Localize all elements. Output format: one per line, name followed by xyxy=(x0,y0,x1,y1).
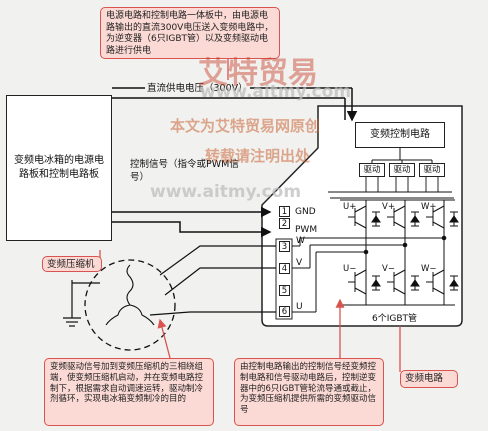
phase-u-label: U xyxy=(296,302,303,312)
inverter-circuit-label: 变频电路 xyxy=(405,373,444,384)
inverter-module-outline xyxy=(261,105,463,327)
compressor-motor xyxy=(84,259,176,351)
pin-5: 5 xyxy=(279,285,290,296)
pin-1: 1 xyxy=(279,206,290,217)
driver-w: 驱动 xyxy=(419,163,445,177)
inverter-control-block: 变频控制电路 xyxy=(355,122,445,148)
igbt-w-plus-label: W+ xyxy=(421,202,437,212)
callout-control-signal: 由控制电路输出的控制信号经变频控制电路和信号驱动电路后，控制逆变器中的6只IGB… xyxy=(234,358,384,426)
power-control-board: 变频电冰箱的电源电路板和控制电路板 xyxy=(6,95,112,241)
dc-supply-label: 直流供电电压（300V） xyxy=(145,80,250,94)
gnd-label: GND xyxy=(295,207,316,217)
callout-dc-supply-text: 电源电路和控制电路一体板中，由电源电路输出的直流300V电压送入变频电路中，为逆… xyxy=(106,11,274,56)
phase-v-label: V xyxy=(296,258,303,268)
phase-w-label: W xyxy=(296,236,305,246)
driver-u: 驱动 xyxy=(359,163,385,177)
callout-inverter-circuit: 变频电路 xyxy=(400,370,458,388)
igbt-w-minus-label: W− xyxy=(421,264,437,274)
control-signal-label: 控制信号（指令或PWM信号） xyxy=(130,158,250,184)
pin-2: 2 xyxy=(279,218,290,229)
igbt-u-plus-label: U+ xyxy=(343,202,357,212)
callout-compressor-drive-text: 变频驱动信号加到变频压缩机的三相绕组端，使变频压缩机启动，并在变频电路控制下，根… xyxy=(50,362,204,405)
callout-dc-supply: 电源电路和控制电路一体板中，由电源电路输出的直流300V电压送入变频电路中，为逆… xyxy=(100,7,280,59)
igbt-caption: 6个IGBT管 xyxy=(372,314,418,324)
pin-3: 3 xyxy=(279,241,290,252)
power-control-board-label: 变频电冰箱的电源电路板和控制电路板 xyxy=(14,155,104,180)
pwm-label: PWM xyxy=(295,225,318,235)
pin-4: 4 xyxy=(279,263,290,274)
callout-compressor: 变频压缩机 xyxy=(42,256,102,272)
compressor-label: 变频压缩机 xyxy=(47,259,95,270)
callout-control-signal-text: 由控制电路输出的控制信号经变频控制电路和信号驱动电路后，控制逆变器中的6只IGB… xyxy=(240,362,377,416)
igbt-v-minus-label: V− xyxy=(382,264,395,274)
callout-compressor-drive: 变频驱动信号加到变频压缩机的三相绕组端，使变频压缩机启动，并在变频电路控制下，根… xyxy=(44,358,214,426)
igbt-v-plus-label: V+ xyxy=(382,202,395,212)
inverter-control-label: 变频控制电路 xyxy=(370,129,430,140)
pin-6: 6 xyxy=(279,306,290,317)
igbt-u-minus-label: U− xyxy=(343,264,357,274)
driver-v: 驱动 xyxy=(389,163,415,177)
